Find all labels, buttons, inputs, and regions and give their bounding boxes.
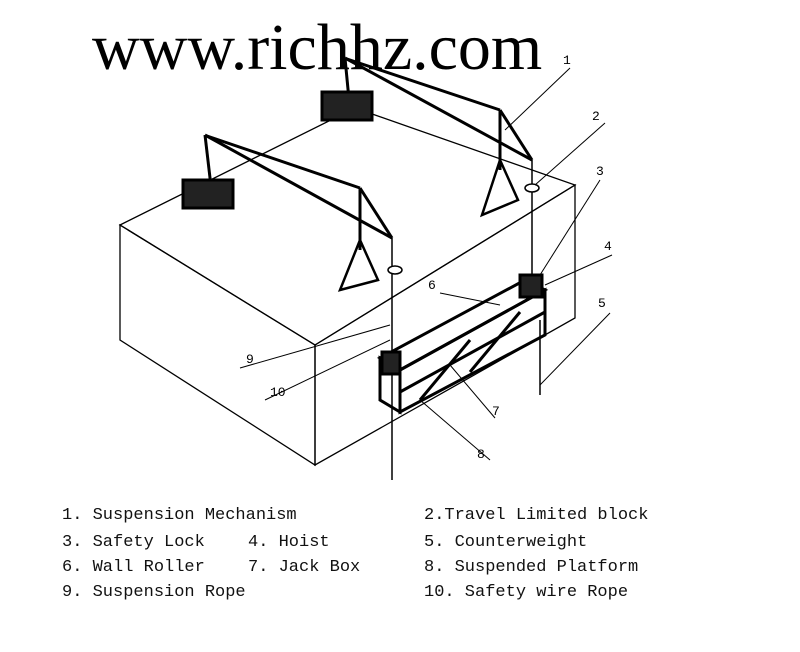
- suspension-mechanism-left: [181, 133, 394, 292]
- callout-numbers: 1 2 3 4 5 6 7 8 9 10: [246, 53, 612, 462]
- callout-1: 1: [563, 53, 571, 68]
- legend-item-9: 9. Suspension Rope: [62, 583, 246, 602]
- callout-2: 2: [592, 109, 600, 124]
- building-block: [118, 107, 577, 467]
- legend-item-5: 5. Counterweight: [424, 533, 588, 552]
- leader-lines: [239, 67, 613, 461]
- callout-4: 4: [604, 239, 612, 254]
- legend-item-2: 2.Travel Limited block: [424, 506, 649, 525]
- callout-6: 6: [428, 278, 436, 293]
- callout-7: 7: [492, 404, 500, 419]
- legend-item-7: 7. Jack Box: [248, 558, 361, 577]
- callout-3: 3: [596, 164, 604, 179]
- ropes: [387, 160, 541, 480]
- watermark-url: www.richhz.com: [92, 11, 543, 84]
- suspension-mechanism-right: [320, 56, 534, 218]
- legend-item-4: 4. Hoist: [248, 533, 330, 552]
- callout-9: 9: [246, 352, 254, 367]
- callout-10: 10: [270, 385, 286, 400]
- legend-item-10: 10. Safety wire Rope: [424, 583, 629, 602]
- legend-item-3: 3. Safety Lock: [62, 533, 205, 552]
- legend-item-8: 8. Suspended Platform: [424, 558, 639, 577]
- callout-5: 5: [598, 296, 606, 311]
- legend-item-6: 6. Wall Roller: [62, 558, 205, 577]
- suspended-platform: [376, 273, 549, 415]
- callout-8: 8: [477, 447, 485, 462]
- legend-item-1: 1. Suspension Mechanism: [62, 506, 297, 525]
